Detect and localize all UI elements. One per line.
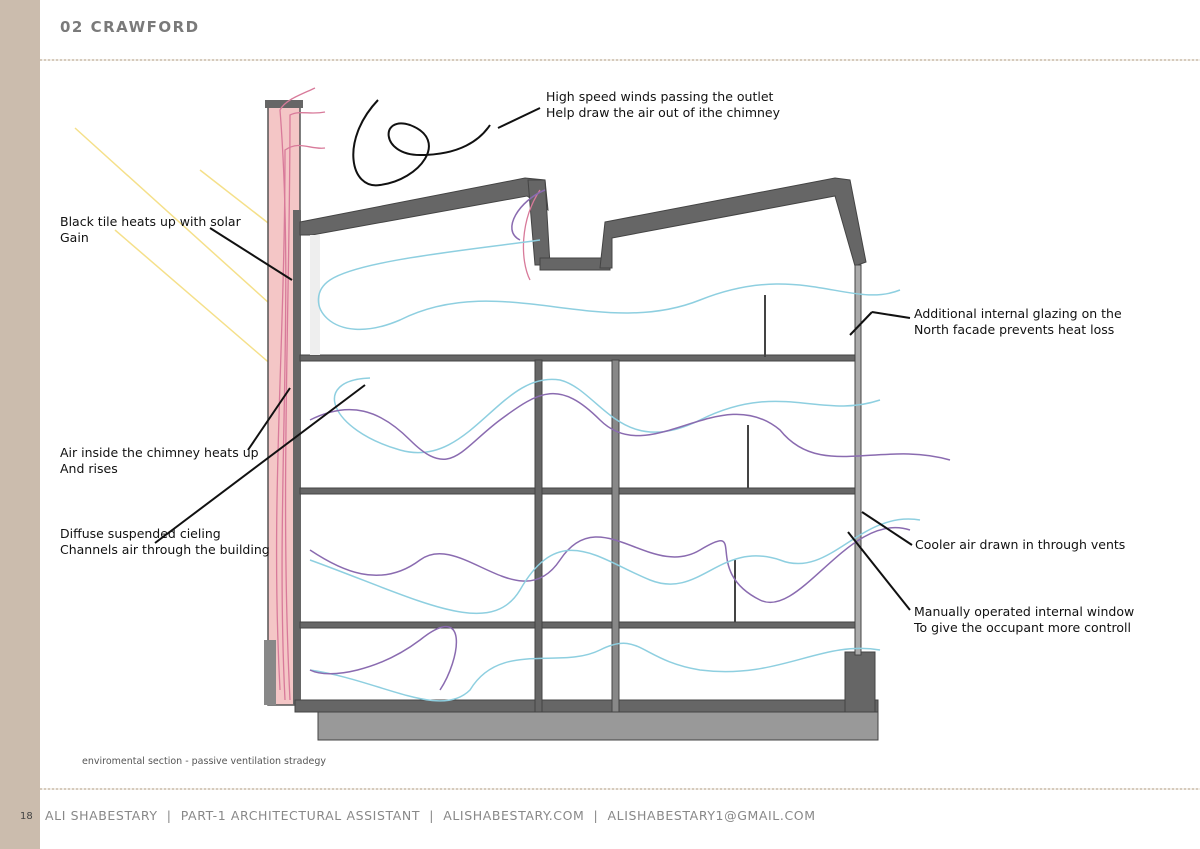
sun-rays — [74, 127, 296, 386]
page-number: 18 — [20, 811, 33, 822]
solar-chimney — [264, 100, 303, 706]
footer-divider — [40, 788, 1200, 790]
header-divider — [40, 59, 1200, 61]
diagram-caption: enviromental section - passive ventilati… — [82, 756, 326, 767]
annotation-wind: High speed winds passing the outlet Help… — [546, 89, 780, 121]
annotation-line: Manually operated internal window — [914, 604, 1135, 619]
annotation-line: Additional internal glazing on the — [914, 306, 1122, 321]
annotation-line: Channels air through the building — [60, 542, 270, 557]
wind-spiral — [352, 99, 491, 187]
leader-lines — [154, 107, 913, 611]
sidebar-band — [0, 0, 40, 849]
building-section — [294, 177, 879, 741]
annotation-line: Gain — [60, 230, 89, 245]
annotation-window: Manually operated internal window To giv… — [914, 604, 1134, 636]
annotation-line: Air inside the chimney heats up — [60, 445, 259, 460]
footer-contact: ALI SHABESTARY | PART-1 ARCHITECTURAL AS… — [45, 808, 816, 823]
annotation-line: Diffuse suspended cieling — [60, 526, 221, 541]
hot-air-flow — [275, 87, 541, 701]
annotation-ceiling: Diffuse suspended cieling Channels air t… — [60, 526, 270, 558]
annotation-line: Black tile heats up with solar — [60, 214, 241, 229]
annotation-line: Help draw the air out of ithe chimney — [546, 105, 781, 120]
annotation-glazing: Additional internal glazing on the North… — [914, 306, 1122, 338]
airflow-curves — [309, 189, 951, 702]
page-title: 02 CRAWFORD — [60, 18, 200, 36]
annotation-line: To give the occupant more controll — [914, 620, 1131, 635]
annotation-cooler-air: Cooler air drawn in through vents — [915, 537, 1125, 553]
wall-shading — [310, 235, 320, 355]
annotation-line: Cooler air drawn in through vents — [915, 537, 1126, 552]
annotation-chimney-air: Air inside the chimney heats up And rise… — [60, 445, 259, 477]
annotation-black-tile: Black tile heats up with solar Gain — [60, 214, 241, 246]
annotation-line: North facade prevents heat loss — [914, 322, 1115, 337]
annotation-line: High speed winds passing the outlet — [546, 89, 774, 104]
annotation-line: And rises — [60, 461, 118, 476]
